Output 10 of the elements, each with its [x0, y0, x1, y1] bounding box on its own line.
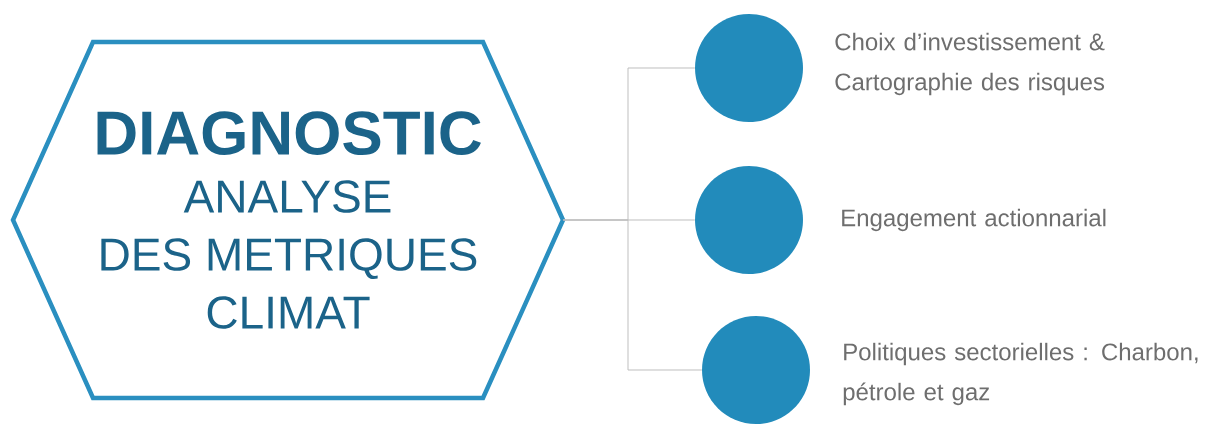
circle: [695, 14, 803, 122]
circle: [702, 316, 810, 424]
connector-line: [562, 219, 703, 371]
title-text: DIAGNOSTIC: [97, 111, 481, 156]
hexagon-box: [10, 39, 566, 401]
item-text: Politiques sectorielles : Charbon, pétrole et gaz: [843, 342, 1198, 406]
item-text: Engagement actionnarial: [842, 208, 1106, 232]
item-text: Choix d’investissement & Cartographie des risques: [835, 32, 1105, 96]
circle: [695, 166, 803, 274]
subtitle-text: ANALYSE DES METRIQUES CLIMAT: [101, 180, 477, 329]
